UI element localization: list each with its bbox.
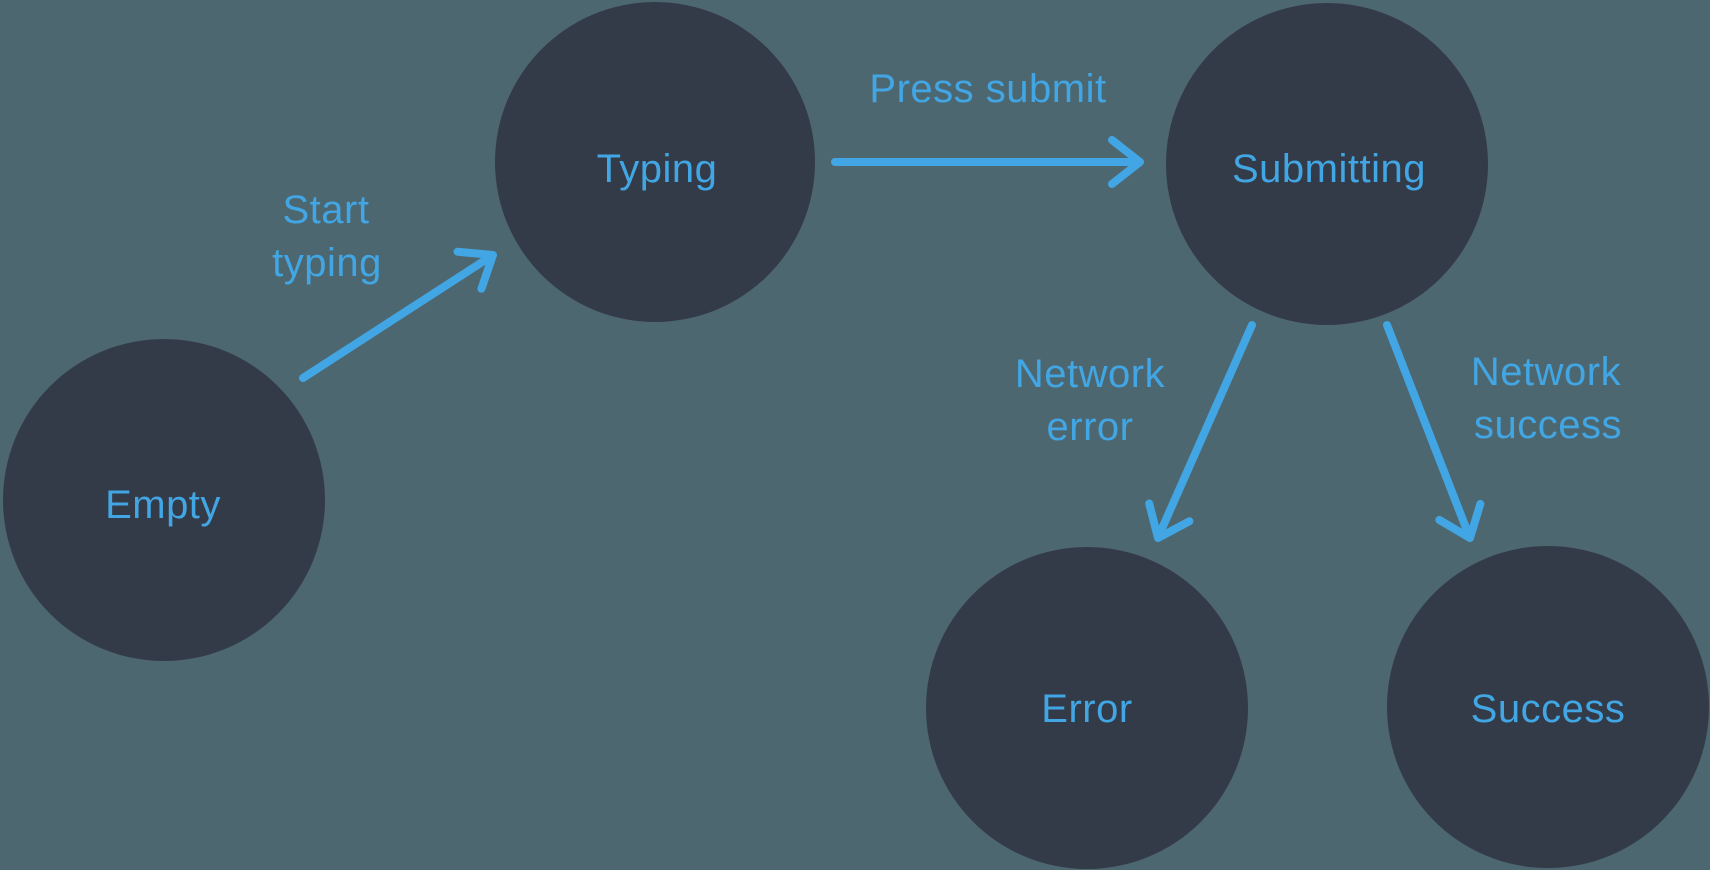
transition-start-typing: Start typing <box>272 188 497 382</box>
state-node-success: Success <box>1387 546 1709 868</box>
state-circle <box>1166 3 1488 325</box>
transition-arrow-head <box>1108 136 1144 188</box>
transition-arrow-line <box>1383 321 1472 537</box>
state-label: Error <box>1041 687 1132 731</box>
state-circle <box>926 547 1248 869</box>
state-node-empty: Empty <box>3 339 325 661</box>
state-label: Submitting <box>1232 147 1426 191</box>
state-label: Typing <box>597 147 718 191</box>
transition-press-submit: Press submit <box>831 67 1144 188</box>
state-label: Success <box>1471 687 1626 731</box>
state-circle <box>495 2 815 322</box>
transition-label-line: Start <box>283 188 370 232</box>
transition-label-line: typing <box>272 241 382 285</box>
state-node-submitting: Submitting <box>1166 3 1488 325</box>
transition-label-line: Network <box>1015 352 1166 396</box>
state-label: Empty <box>105 483 221 527</box>
transition-arrow-line <box>1156 321 1256 537</box>
state-circle <box>3 339 325 661</box>
state-node-typing: Typing <box>495 2 815 322</box>
state-circle <box>1387 546 1709 868</box>
transition-arrow-head <box>1435 499 1485 542</box>
transition-network-success: Network success <box>1383 321 1622 542</box>
transition-label-line: error <box>1047 405 1134 449</box>
transition-label-line: success <box>1474 403 1622 447</box>
transition-arrow-head <box>453 247 497 293</box>
transition-arrow-line <box>299 253 494 382</box>
transition-network-error: Network error <box>1015 321 1256 542</box>
state-node-error: Error <box>926 547 1248 869</box>
transition-arrow-head <box>1145 499 1194 542</box>
transition-label-line: Network <box>1471 350 1622 394</box>
transition-label-line: Press submit <box>869 67 1106 111</box>
